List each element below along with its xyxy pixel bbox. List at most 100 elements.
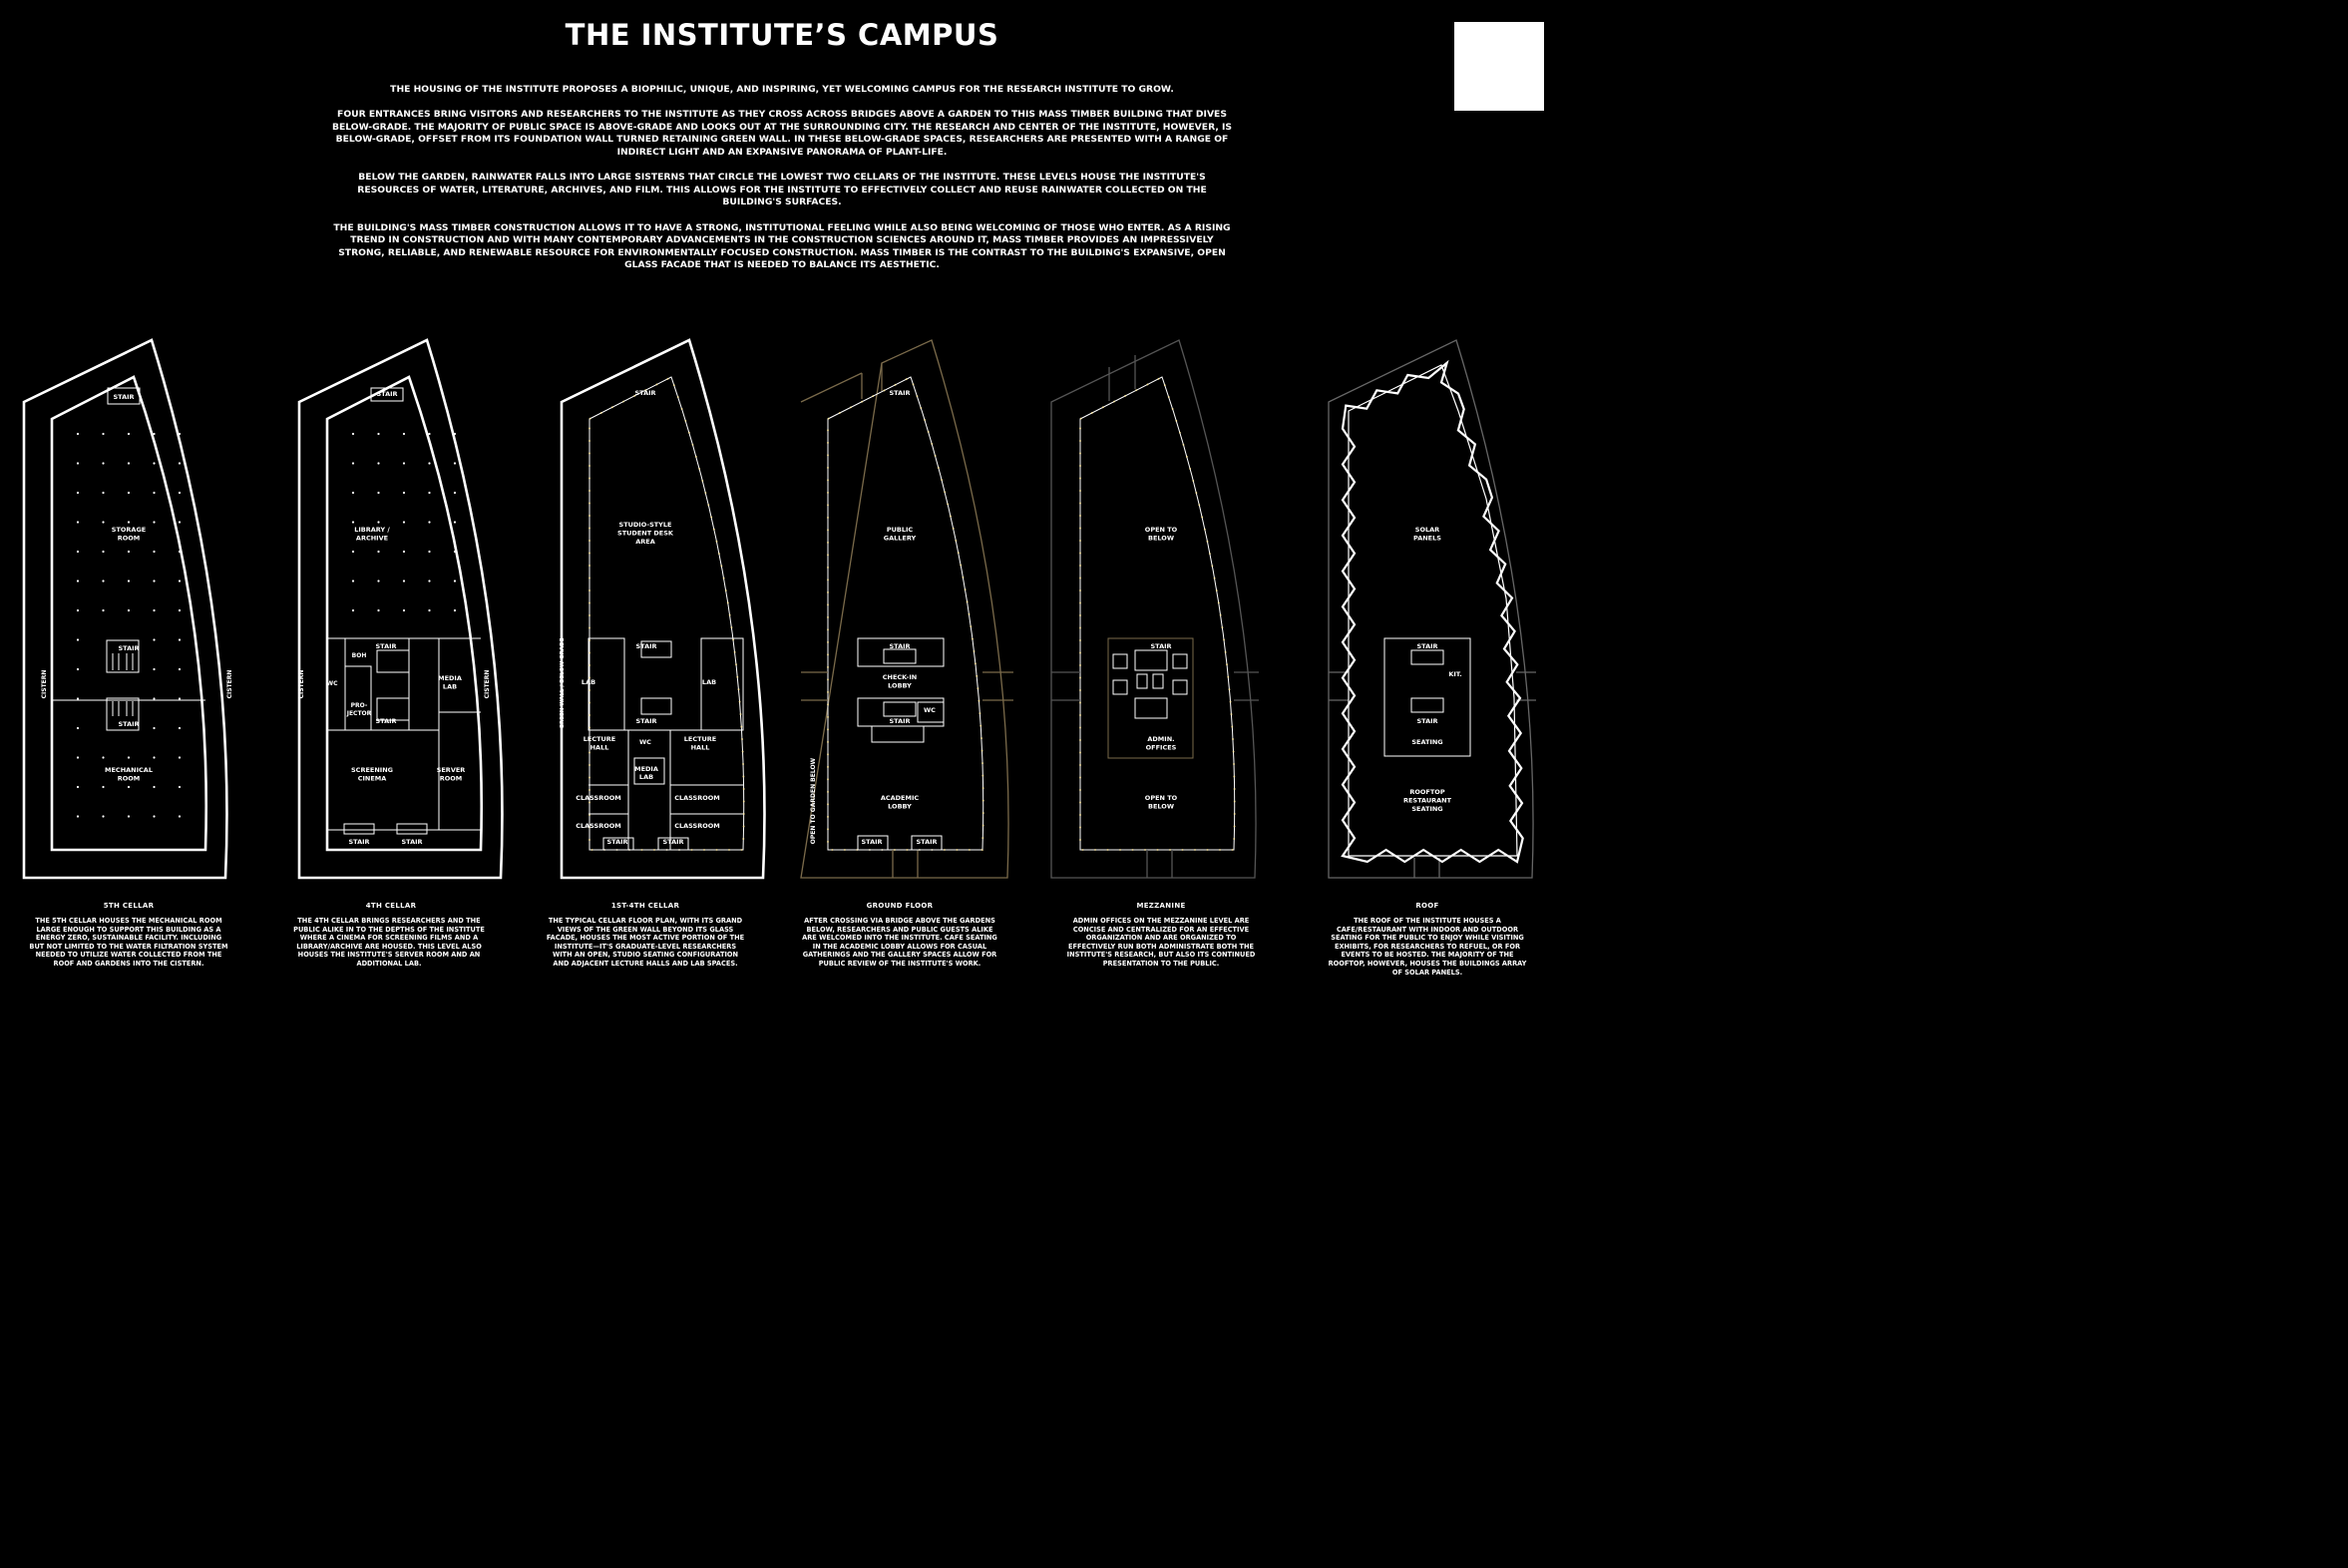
room-label: LAB (702, 678, 716, 686)
intro-paragraph: FOUR ENTRANCES BRING VISITORS AND RESEAR… (331, 109, 1233, 158)
column-dot (102, 491, 105, 495)
plan-description: THE 5TH CELLAR HOUSES THE MECHANICAL ROO… (29, 917, 228, 968)
column-dot (102, 462, 105, 465)
glass-facade (588, 376, 745, 851)
column-dot (153, 785, 156, 789)
site-outline (800, 339, 1009, 879)
column-dot (178, 638, 182, 641)
column-dot (351, 580, 355, 583)
room-label: WC (326, 680, 338, 687)
interior-walls (327, 637, 481, 835)
column-dot (178, 432, 182, 436)
column-dot (76, 521, 80, 524)
plan-title: GROUND FLOOR (866, 902, 934, 910)
room-label: STAIR (1416, 717, 1437, 725)
room-label: STAIR (889, 717, 910, 725)
column-dot (351, 521, 355, 524)
room-label: WC (639, 738, 651, 746)
column-dot (178, 580, 182, 583)
column-dot (102, 608, 105, 612)
room-label: CLASSROOM (674, 794, 720, 802)
room-label: STAIR (662, 838, 683, 846)
column-dot (102, 756, 105, 759)
cistern-label: CISTERN (226, 670, 233, 699)
column-dot (127, 521, 131, 524)
room-label: STAIR (889, 389, 910, 397)
column-dot (377, 462, 380, 465)
column-dot (76, 815, 80, 818)
column-dot (76, 580, 80, 583)
column-dot (351, 550, 355, 554)
column-dot (377, 491, 380, 495)
plan-description: ADMIN OFFICES ON THE MEZZANINE LEVEL ARE… (1066, 917, 1256, 968)
column-dot (428, 432, 431, 436)
room-label: STAIR (401, 838, 422, 846)
intro-text: THE HOUSING OF THE INSTITUTE PROPOSES A … (329, 84, 1235, 285)
column-dot (377, 432, 380, 436)
cistern-outer-wall (297, 338, 504, 880)
room-label: STAIR (1150, 642, 1171, 650)
building-outline (50, 375, 208, 852)
plan-description: THE TYPICAL CELLAR FLOOR PLAN, WITH ITS … (546, 917, 745, 968)
room-label: LAB (582, 678, 595, 686)
room-label: WC (924, 706, 936, 714)
room-label: STAIR (118, 644, 139, 652)
column-dot (127, 491, 131, 495)
column-dot (178, 521, 182, 524)
cistern-label: CISTERN (484, 670, 491, 699)
column-dot (351, 608, 355, 612)
room-label: BOH (352, 652, 367, 659)
column-dot (351, 462, 355, 465)
room-label: SEATING (1411, 738, 1442, 746)
column-dot (402, 550, 406, 554)
column-dot (153, 580, 156, 583)
room-label: CLASSROOM (576, 822, 621, 830)
column-dot (153, 638, 156, 641)
column-dot (76, 756, 80, 759)
column-dot (153, 815, 156, 818)
column-dot (453, 432, 457, 436)
room-label: STAIR (113, 393, 134, 401)
logo-placeholder (1454, 22, 1544, 111)
green-wall-label: GREEN WALL / BELOW GRADE (560, 637, 566, 728)
column-dot (76, 550, 80, 554)
room-label: STAIR (376, 390, 397, 398)
column-dot (178, 785, 182, 789)
column-dot (102, 550, 105, 554)
room-label: STAIR (635, 642, 656, 650)
plan-description: THE 4TH CELLAR BRINGS RESEARCHERS AND TH… (293, 917, 485, 968)
column-dot (178, 667, 182, 671)
garden-label: OPEN TO GARDEN BELOW (810, 757, 817, 844)
glass-facade (1079, 376, 1236, 851)
column-dot (127, 462, 131, 465)
column-dot (178, 462, 182, 465)
column-dot (428, 580, 431, 583)
column-dot (178, 491, 182, 495)
column-dot (351, 432, 355, 436)
room-label: PRO-JECTOR (346, 702, 372, 717)
column-dot (402, 491, 406, 495)
room-label: STAIR (916, 838, 937, 846)
column-dot (178, 608, 182, 612)
column-dot (453, 608, 457, 612)
column-dot (377, 521, 380, 524)
column-dot (76, 785, 80, 789)
building-outline (325, 375, 484, 852)
column-dot (402, 580, 406, 583)
solar-truss-chord (1348, 364, 1518, 857)
column-dot (178, 697, 182, 700)
room-label: STAIR (634, 389, 655, 397)
plan-title: 4TH CELLAR (365, 902, 417, 910)
